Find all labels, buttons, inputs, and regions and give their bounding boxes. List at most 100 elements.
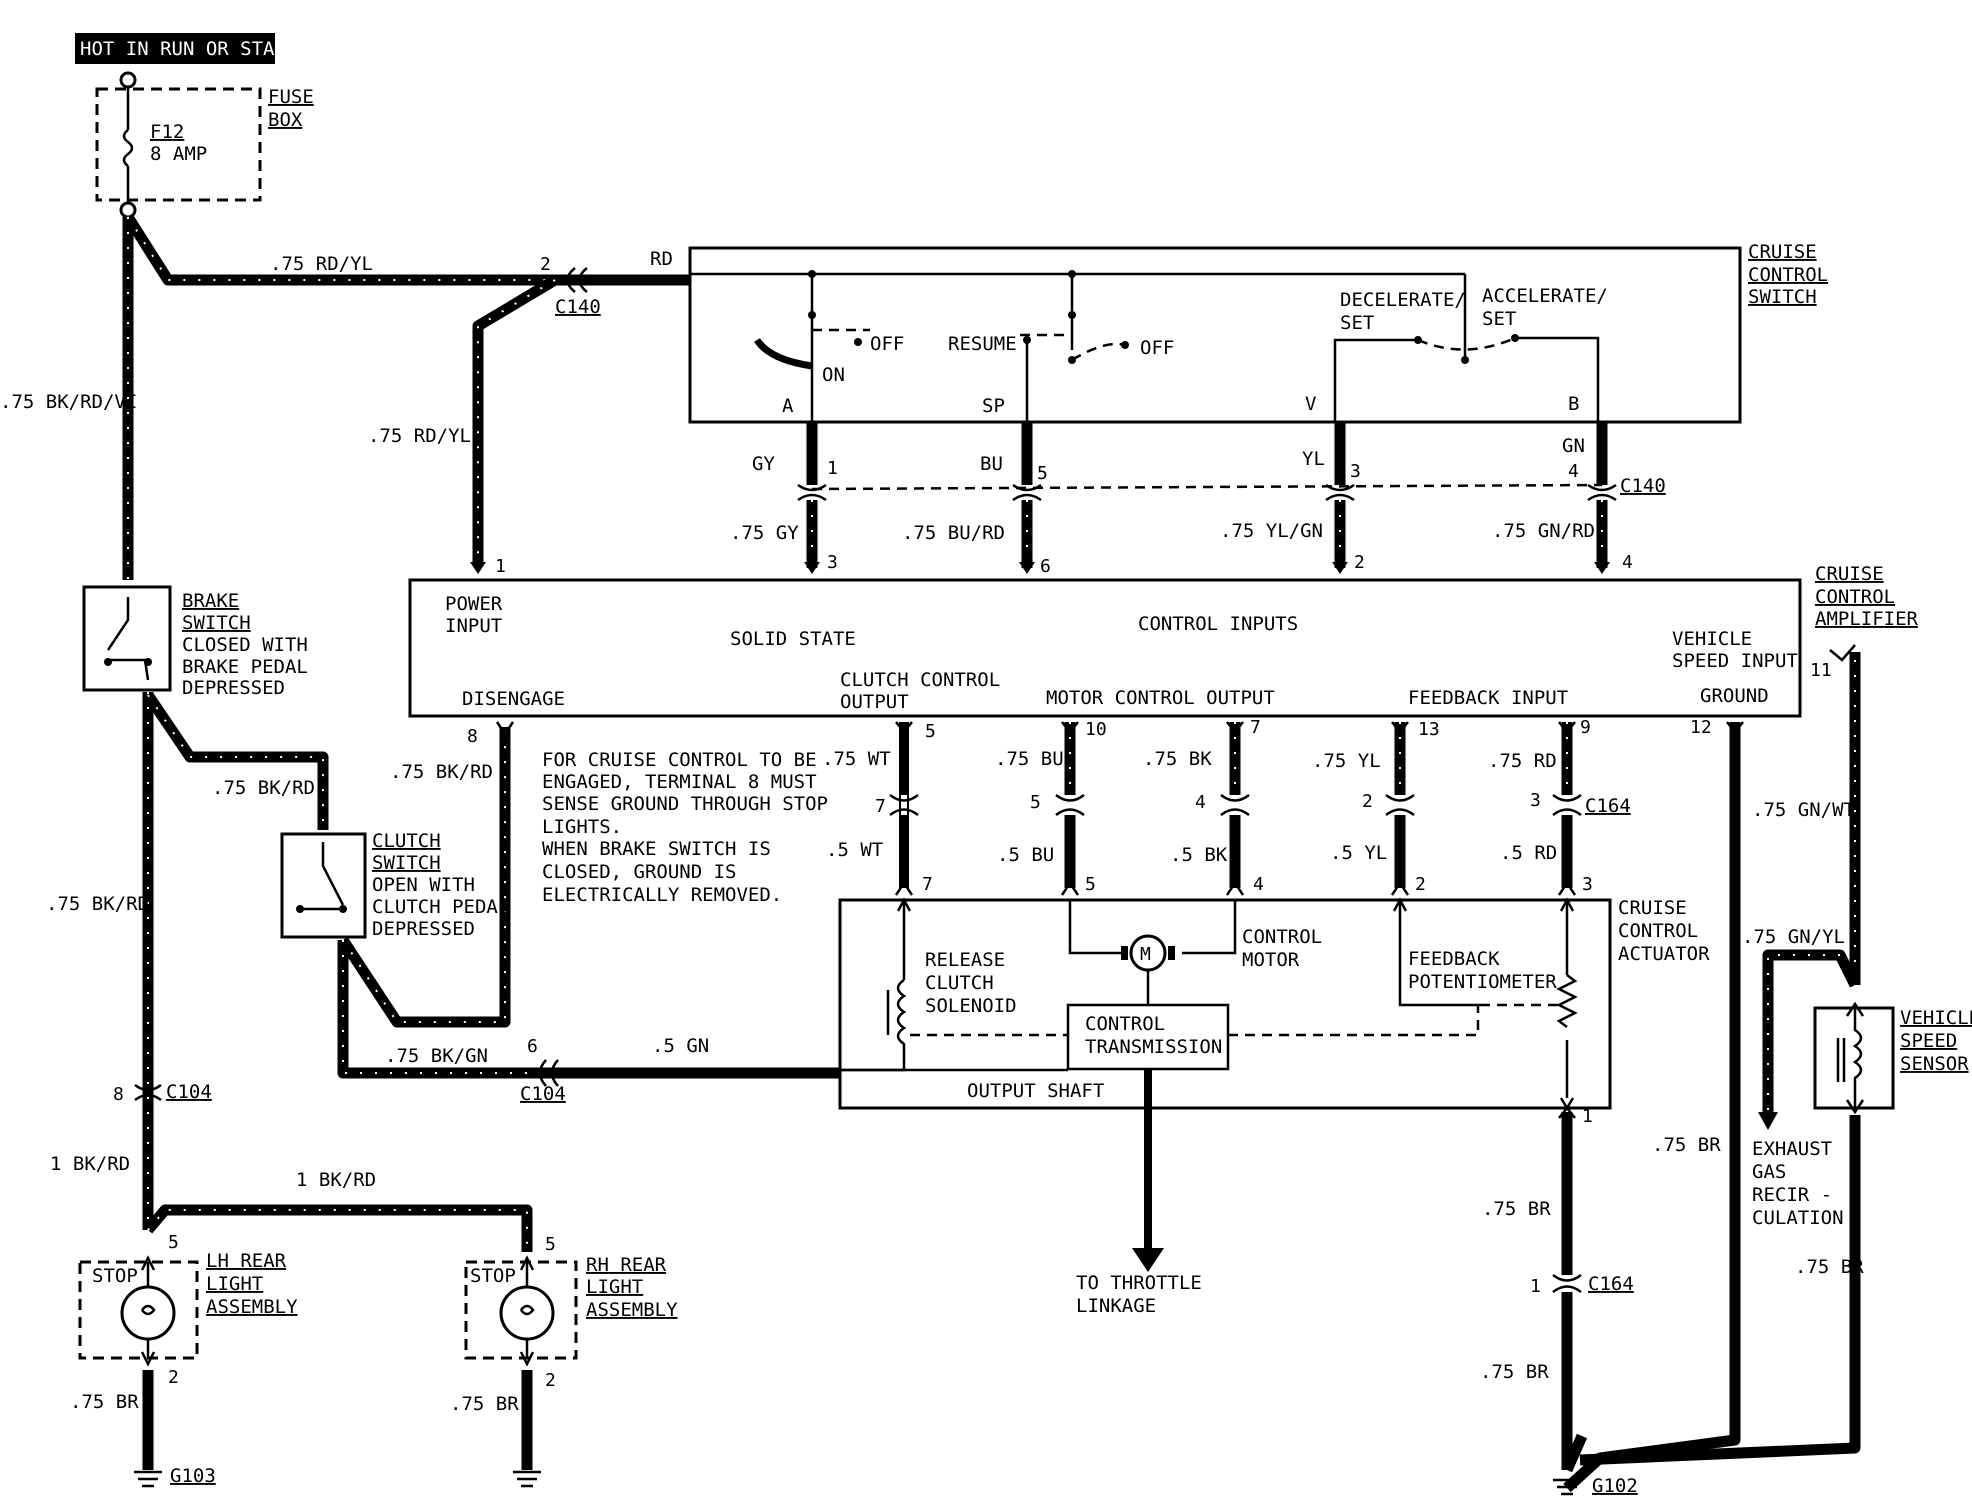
release-3: SOLENOID <box>925 995 1017 1017</box>
release-solenoid-icon <box>840 978 907 1072</box>
pin-lh-5: 5 <box>168 1232 179 1253</box>
switch-resume: RESUME <box>948 333 1017 355</box>
switch-term-sp: SP <box>982 395 1005 417</box>
wire-1-bk-rd-a: 1 BK/RD <box>50 1153 130 1175</box>
pin-amp-8: 8 <box>467 726 478 747</box>
motor-symbol: M <box>1140 944 1151 965</box>
actuator-legs <box>889 644 1861 1493</box>
c140-pin-2: 2 <box>540 254 551 275</box>
fuse-box-outline <box>95 87 262 202</box>
pin-amp-2: 2 <box>1354 552 1365 573</box>
pin-c164-3: 3 <box>1530 790 1541 811</box>
pin-sw-3: 3 <box>1350 461 1361 482</box>
amp-motor-out: MOTOR CONTROL OUTPUT <box>1046 687 1275 709</box>
switch-term-v: V <box>1305 393 1316 415</box>
brake-switch-title-1: BRAKE <box>182 590 239 612</box>
wire-br-c: .75 BR <box>1652 1134 1721 1156</box>
pin-amp-1: 1 <box>495 556 506 577</box>
brake-switch-desc-3: DEPRESSED <box>182 677 285 699</box>
wire-bk-5: .5 BK <box>1170 844 1228 866</box>
fuse-rating: 8 AMP <box>150 143 207 165</box>
wire-wt-5: .5 WT <box>826 839 883 861</box>
svg-text:ELECTRICALLY REMOVED.: ELECTRICALLY REMOVED. <box>542 884 782 906</box>
c140-label-right: C140 <box>1620 475 1666 497</box>
pin-sw-4: 4 <box>1568 461 1579 482</box>
wire-gn-short: GN <box>1562 435 1585 457</box>
amp-vss-input-1: VEHICLE <box>1672 628 1752 650</box>
egr-3: RECIR - <box>1752 1184 1832 1206</box>
release-2: CLUTCH <box>925 972 994 994</box>
wire-bu-rd: .75 BU/RD <box>902 522 1005 544</box>
wire-yl-5: .5 YL <box>1330 842 1387 864</box>
brake-switch-title-2: SWITCH <box>182 612 251 634</box>
control-motor-2: MOTOR <box>1242 949 1300 971</box>
wire-br-rh: .75 BR <box>450 1393 519 1415</box>
actuator-title-3: ACTUATOR <box>1618 943 1710 965</box>
pin-sw-5: 5 <box>1037 463 1048 484</box>
fuse-box-label-1: FUSE <box>268 86 314 108</box>
switch-decel-2: SET <box>1340 312 1374 334</box>
rh-stop: STOP <box>470 1265 516 1287</box>
wire-bk-rd-2: .75 BK/RD <box>390 761 493 783</box>
wire-yl-short: YL <box>1302 448 1325 470</box>
wire-br-lh: .75 BR <box>70 1391 139 1413</box>
clutch-switch-title-1: CLUTCH <box>372 830 441 852</box>
switch-term-a: A <box>782 395 794 417</box>
switch-output-legs <box>470 422 1617 574</box>
g103-label: G103 <box>170 1465 216 1487</box>
pin-amp-12: 12 <box>1690 717 1712 738</box>
control-trans-1: CONTROL <box>1085 1013 1165 1035</box>
engagement-note: FOR CRUISE CONTROL TO BE ENGAGED, TERMIN… <box>542 749 828 906</box>
clutch-switch-desc-3: DEPRESSED <box>372 918 475 940</box>
svg-text:CLOSED, GROUND IS: CLOSED, GROUND IS <box>542 861 736 883</box>
control-motor-1: CONTROL <box>1242 926 1322 948</box>
pin-c104-8: 8 <box>113 1084 124 1105</box>
wire-bk-rd-vi: .75 BK/RD/VI <box>0 391 137 413</box>
feed-wires <box>122 214 842 1470</box>
svg-text:FOR CRUISE CONTROL TO BE: FOR CRUISE CONTROL TO BE <box>542 749 817 771</box>
switch-off-2: OFF <box>1140 337 1174 359</box>
wire-bu-5: .5 BU <box>997 844 1054 866</box>
wire-bu-short: BU <box>980 453 1003 475</box>
pin-rh-5: 5 <box>545 1234 556 1255</box>
pin-act-1: 1 <box>1582 1106 1593 1127</box>
feedback-pot-2: POTENTIOMETER <box>1408 971 1557 993</box>
wire-rd-5: .5 RD <box>1500 842 1557 864</box>
c164-label-b: C164 <box>1588 1273 1634 1295</box>
on-off-lever-icon <box>754 337 813 370</box>
pin-act-4: 4 <box>1253 874 1264 895</box>
switch-off-1: OFF <box>870 333 904 355</box>
g103-ground-icon <box>134 1470 162 1488</box>
cruise-switch-title-3: SWITCH <box>1748 286 1817 308</box>
c164-label-a: C164 <box>1585 795 1631 817</box>
fuse-id: F12 <box>150 121 184 143</box>
pin-amp-9: 9 <box>1580 717 1591 738</box>
lh-title-2: LIGHT <box>206 1273 263 1295</box>
pin-c164-4: 4 <box>1195 792 1206 813</box>
brake-switch-desc-1: CLOSED WITH <box>182 634 308 656</box>
amp-power-input-1: POWER <box>445 593 503 615</box>
pin-amp-11: 11 <box>1810 660 1832 681</box>
pin-c104-6: 6 <box>527 1036 538 1057</box>
g102-ground-icon <box>1553 1478 1581 1496</box>
wire-br-b: .75 BR <box>1480 1361 1549 1383</box>
cruise-switch-title-2: CONTROL <box>1748 264 1828 286</box>
rh-ground-icon <box>513 1470 541 1488</box>
amplifier-box <box>408 578 1802 718</box>
wire-bk-rd-1: .75 BK/RD <box>212 777 315 799</box>
rh-title-2: LIGHT <box>586 1276 643 1298</box>
egr-4: CULATION <box>1752 1207 1844 1229</box>
feedback-pot-icon <box>1556 974 1578 1028</box>
c104-connector-a-icon <box>134 1083 162 1102</box>
release-1: RELEASE <box>925 949 1005 971</box>
lh-title-3: ASSEMBLY <box>206 1296 298 1318</box>
lh-title-1: LH REAR <box>206 1250 287 1272</box>
switch-accel-1: ACCELERATE/ <box>1482 285 1608 307</box>
vss-title-2: SPEED <box>1900 1030 1957 1052</box>
wire-rd-yl-down: .75 RD/YL <box>368 425 471 447</box>
wire-br-a: .75 BR <box>1482 1198 1551 1220</box>
rd-label: RD <box>650 248 673 270</box>
fuse-top-terminal <box>119 71 137 89</box>
egr-1: EXHAUST <box>1752 1138 1832 1160</box>
